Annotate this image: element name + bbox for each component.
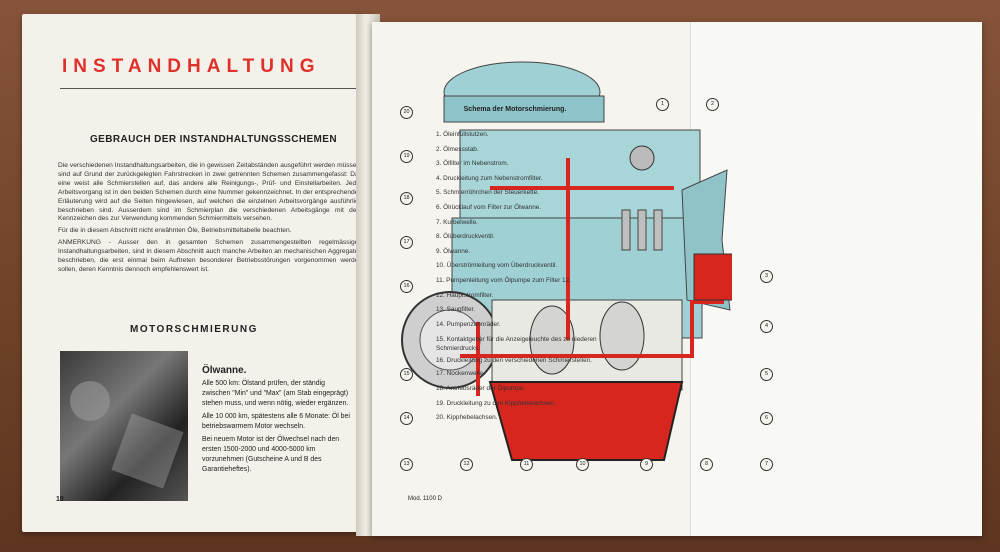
callout-7: 7 <box>760 458 773 471</box>
legend-item: 9. Ölwanne. <box>436 247 471 255</box>
legend-item: 10. Überströmleitung vom Überdruckventil… <box>436 262 558 270</box>
callout-11: 11 <box>520 458 533 471</box>
page-title: INSTANDHALTUNG <box>62 56 321 77</box>
legend-panel <box>690 22 982 536</box>
legend-item: 13. Saugfilter. <box>436 306 476 314</box>
legend-item: 1. Öleinfüllstutzen. <box>436 131 489 138</box>
legend-item: 8. Ölüberdruckventil. <box>436 233 495 241</box>
air-filter-base <box>443 95 605 123</box>
paragraph: Für die in diesem Abschnitt nicht erwähn… <box>58 227 292 235</box>
callout-18: 18 <box>400 192 413 205</box>
callout-16: 16 <box>400 280 413 293</box>
callout-1: 1 <box>656 98 669 111</box>
callout-5: 5 <box>760 368 773 381</box>
callout-17: 17 <box>400 236 413 249</box>
legend-item: 6. Ölrücklauf vom Filter zur Ölwanne. <box>436 203 542 211</box>
legend-item: 15. Kontaktgeber für die Anzeigeleuchte … <box>436 336 597 353</box>
model-label: Mod. 1100 D <box>408 496 442 502</box>
legend-item: 19. Druckleitung zu den Kipphebelachsen. <box>436 399 556 407</box>
callout-15: 15 <box>400 368 413 381</box>
oelwanne-title: Ölwanne. <box>202 365 247 376</box>
oelwanne-text: Alle 500 km: Ölstand prüfen, der ständig… <box>202 380 349 407</box>
callout-12: 12 <box>460 458 473 471</box>
callout-6: 6 <box>760 412 773 425</box>
callout-14: 14 <box>400 412 413 425</box>
callout-20: 20 <box>400 106 413 119</box>
cylinder-head <box>459 129 701 221</box>
oelwanne-text: Bei neuem Motor ist der Ölwechsel nach d… <box>202 436 340 473</box>
callout-4: 4 <box>760 320 773 333</box>
oil-line-main <box>460 300 724 358</box>
engine-diagram <box>401 61 732 461</box>
oil-pan <box>488 381 684 461</box>
legend-item: 2. Ölmessstab. <box>436 145 479 153</box>
schema-title: Schema der Motorschmierung. <box>463 106 567 113</box>
legend-item: 20. Kipphebelachsen. <box>436 414 498 422</box>
legend-item: 16. Druckleitung zu den verschiedenen Sc… <box>436 357 592 365</box>
legend-item: 3. Ölfilter im Nebenstrom. <box>436 160 509 168</box>
legend-item: 12. Hauptstromfilter. <box>436 291 494 299</box>
left-page: INSTANDHALTUNG GEBRAUCH DER INSTANDHALTU… <box>22 14 372 532</box>
legend-item: 14. Pumpenzahnräder. <box>436 320 501 328</box>
paragraph: Die verschiedenen Instandhaltungsarbeite… <box>58 162 362 223</box>
oelwanne-section: Ölwanne. Alle 500 km: Ölstand prüfen, de… <box>202 366 352 475</box>
intro-text: Die verschiedenen Instandhaltungsarbeite… <box>58 162 362 278</box>
oil-filter <box>693 253 732 301</box>
legend-item: 7. Kurbelwelle. <box>436 218 478 226</box>
title-rule <box>60 88 358 89</box>
legend-item: 17. Nockenwelle. <box>436 370 485 378</box>
engine-photo <box>60 351 188 501</box>
legend-item: 18. Antriebsräder der Ölpumpe. <box>436 384 526 392</box>
legend-item: 11. Pumpenleitung vom Ölpumpe zum Filter… <box>436 276 571 284</box>
legend-list: 1. Öleinfüllstutzen. 2. Ölmessstab. 3. Ö… <box>436 128 606 426</box>
paragraph: ANMERKUNG - Ausser den in gesamten Schem… <box>58 239 362 273</box>
callout-13: 13 <box>400 458 413 471</box>
legend-item: 5. Schmierröhrchen der Steuerkette. <box>436 189 540 197</box>
callout-9: 9 <box>640 458 653 471</box>
callout-19: 19 <box>400 150 413 163</box>
oelwanne-text: Alle 10 000 km, spätestens alle 6 Monate… <box>202 413 350 430</box>
section-heading-schemen: GEBRAUCH DER INSTANDHALTUNGSSCHEMEN <box>90 134 337 145</box>
callout-3: 3 <box>760 270 773 283</box>
callout-2: 2 <box>706 98 719 111</box>
callout-8: 8 <box>700 458 713 471</box>
section-heading-motorschmierung: MOTORSCHMIERUNG <box>130 324 258 335</box>
right-page: 1 2 3 4 5 6 7 8 9 10 11 12 13 14 15 16 1… <box>372 22 982 536</box>
callout-10: 10 <box>576 458 589 471</box>
oil-filler-cap <box>629 145 655 171</box>
legend-item: 4. Druckleitung zum Nebenstromfilter. <box>436 174 543 182</box>
page-number: 18 <box>56 496 64 503</box>
crankcase-cutaway <box>491 299 683 391</box>
